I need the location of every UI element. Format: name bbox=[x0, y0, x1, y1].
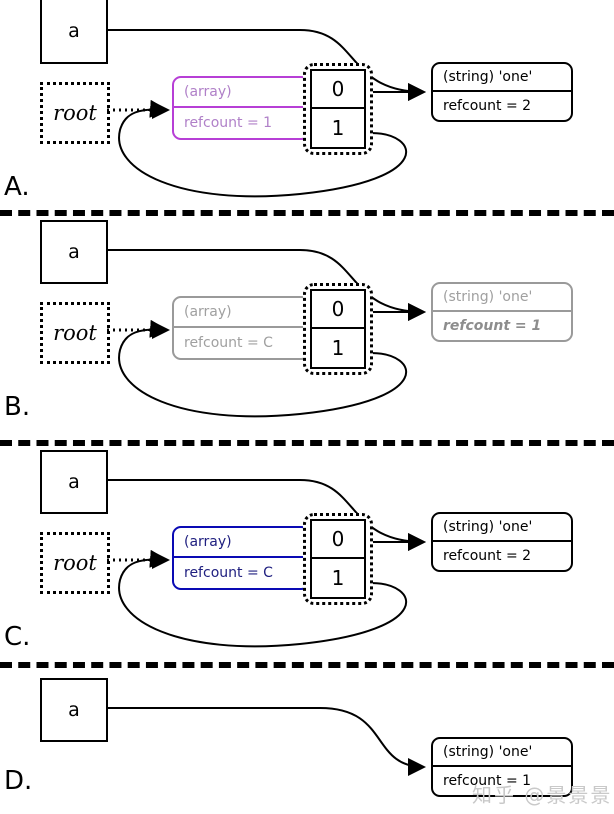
array-slot-1: 1 bbox=[331, 116, 345, 140]
edge-slot1-loop-to-array bbox=[118, 319, 408, 418]
variable-box-a: a bbox=[40, 678, 108, 742]
array-slots-box: 0 1 bbox=[310, 519, 366, 599]
variable-label: a bbox=[68, 20, 80, 42]
string-type-label: (string) 'one' bbox=[433, 284, 571, 312]
panel-separator-2 bbox=[0, 440, 614, 446]
string-type-label: (string) 'one' bbox=[433, 64, 571, 92]
root-label: root bbox=[53, 101, 97, 125]
variable-label: a bbox=[68, 471, 80, 493]
string-record-box: (string) 'one' refcount = 1 bbox=[431, 282, 573, 342]
variable-label: a bbox=[68, 699, 80, 721]
panel-c-edges bbox=[107, 479, 426, 648]
variable-box-a: a bbox=[40, 220, 108, 284]
panel-a: a root (array) refcount = 1 0 1 (string)… bbox=[0, 0, 614, 210]
array-type-label: (array) bbox=[174, 528, 308, 558]
edge-a-to-string bbox=[108, 249, 426, 321]
panel-c: a root (array) refcount = C 0 1 (string)… bbox=[0, 440, 614, 655]
array-slots-box: 0 1 bbox=[310, 69, 366, 149]
panel-label-c: C. bbox=[4, 622, 31, 652]
array-record-box: (array) refcount = C bbox=[172, 526, 310, 590]
array-type-label: (array) bbox=[174, 298, 308, 328]
root-box: root bbox=[40, 302, 110, 364]
string-refcount-label: refcount = 2 bbox=[443, 98, 532, 114]
edge-slot1-loop-to-array bbox=[118, 99, 408, 198]
string-refcount-label: refcount = 2 bbox=[443, 548, 532, 564]
edge-slot1-loop-to-array bbox=[118, 549, 408, 648]
panel-label-a: A. bbox=[4, 172, 30, 202]
array-slots-box: 0 1 bbox=[310, 289, 366, 369]
panel-d: a (string) 'one' refcount = 1 D. bbox=[0, 662, 614, 814]
array-record-box: (array) refcount = C bbox=[172, 296, 310, 360]
panel-b-edges bbox=[107, 249, 426, 418]
string-refcount-label: refcount = 1 bbox=[443, 773, 532, 789]
array-slot-0: 0 bbox=[312, 71, 364, 109]
string-record-box: (string) 'one' refcount = 2 bbox=[431, 512, 573, 572]
string-record-box: (string) 'one' refcount = 1 bbox=[431, 737, 573, 797]
watermark: 知乎 @景景景 bbox=[472, 783, 613, 807]
array-slot-1: 1 bbox=[331, 566, 345, 590]
array-refcount-label: refcount = C bbox=[184, 335, 273, 351]
panel-b: a root (array) refcount = C 0 1 (string)… bbox=[0, 220, 614, 430]
panel-a-edges bbox=[107, 29, 426, 198]
variable-box-a: a bbox=[40, 0, 108, 64]
string-refcount-label: refcount = 1 bbox=[443, 318, 542, 334]
panel-d-edges bbox=[108, 707, 426, 776]
array-slot-0: 0 bbox=[312, 291, 364, 329]
panel-separator-1 bbox=[0, 210, 614, 216]
edge-a-to-string bbox=[108, 29, 426, 101]
array-type-label: (array) bbox=[174, 78, 308, 108]
string-type-label: (string) 'one' bbox=[433, 514, 571, 542]
root-box: root bbox=[40, 82, 110, 144]
string-record-box: (string) 'one' refcount = 2 bbox=[431, 62, 573, 122]
root-label: root bbox=[53, 321, 97, 345]
panel-label-b: B. bbox=[4, 392, 31, 422]
array-refcount-label: refcount = C bbox=[184, 565, 273, 581]
array-slot-1: 1 bbox=[331, 336, 345, 360]
variable-label: a bbox=[68, 241, 80, 263]
panel-separator-3 bbox=[0, 662, 614, 668]
panel-label-d: D. bbox=[4, 766, 33, 796]
root-box: root bbox=[40, 532, 110, 594]
array-refcount-label: refcount = 1 bbox=[184, 115, 273, 131]
edge-a-to-string bbox=[108, 479, 426, 551]
array-record-box: (array) refcount = 1 bbox=[172, 76, 310, 140]
root-label: root bbox=[53, 551, 97, 575]
variable-box-a: a bbox=[40, 450, 108, 514]
edge-a-to-string bbox=[108, 707, 426, 776]
string-type-label: (string) 'one' bbox=[433, 739, 571, 767]
array-slot-0: 0 bbox=[312, 521, 364, 559]
